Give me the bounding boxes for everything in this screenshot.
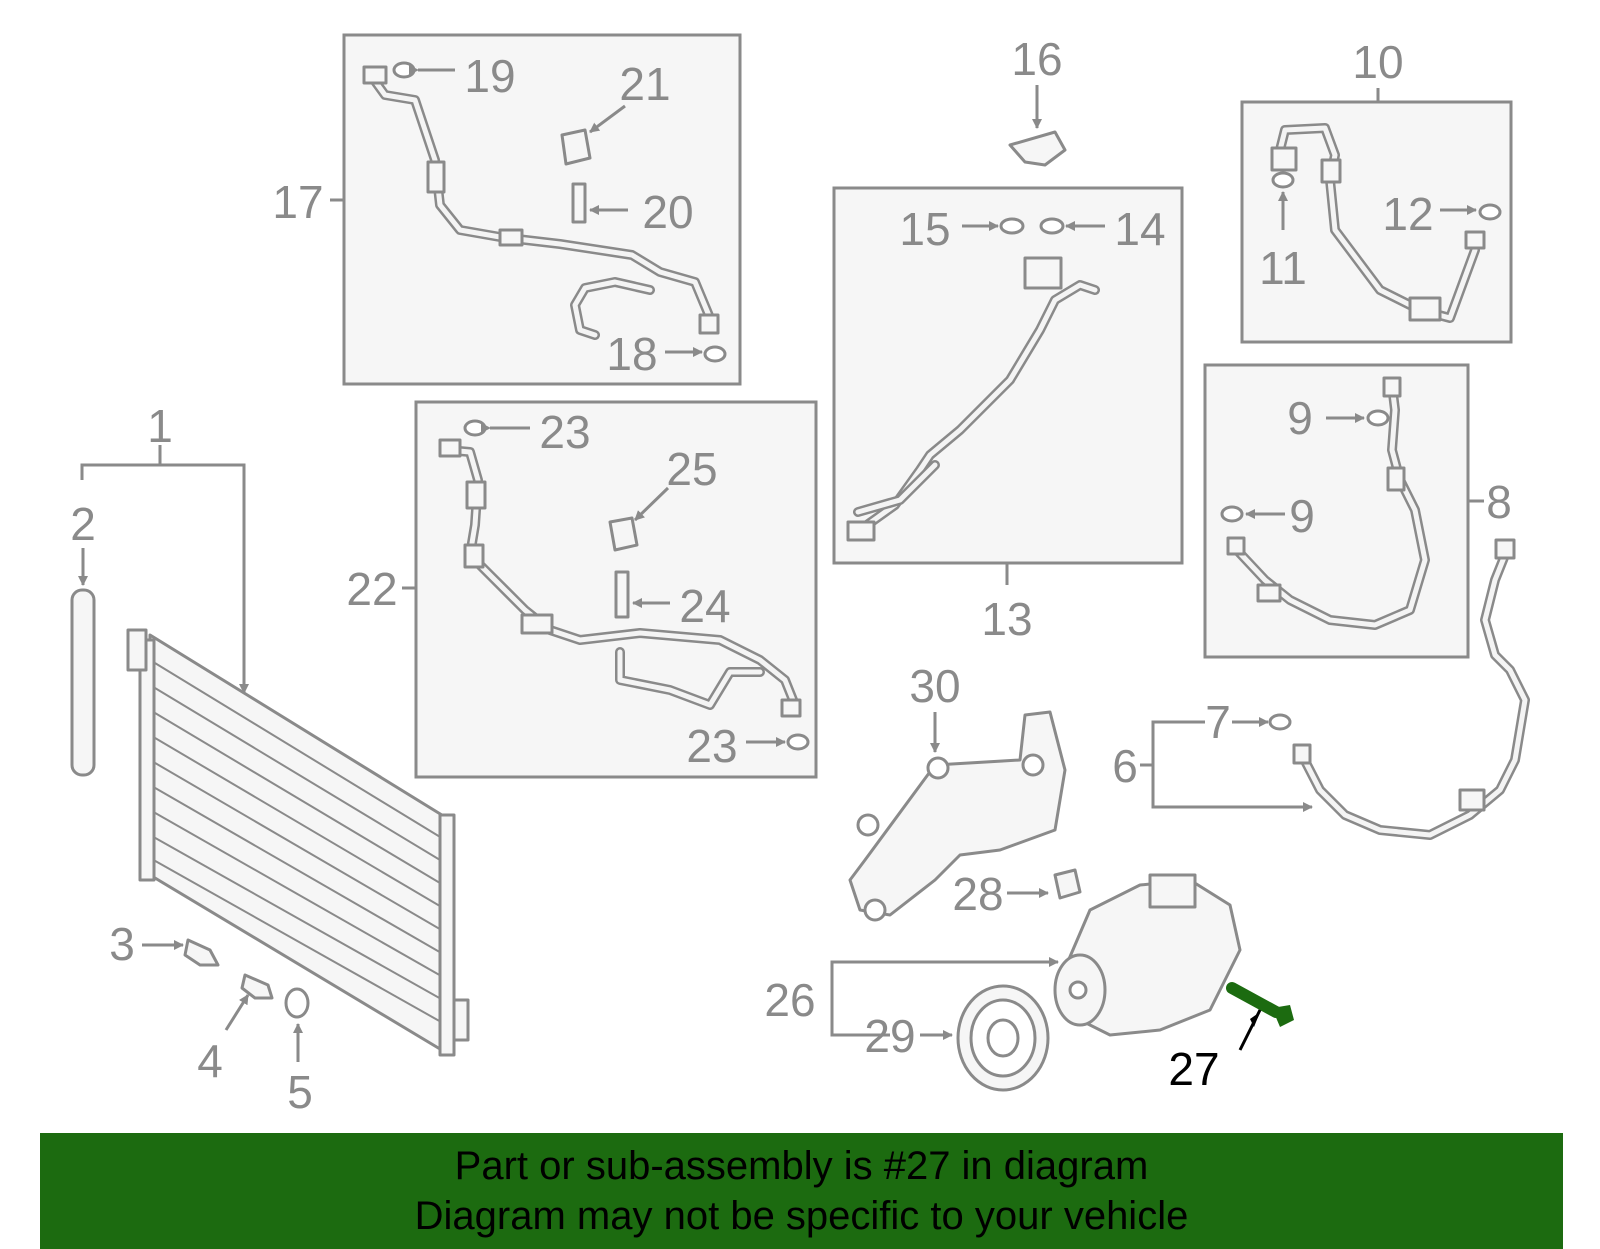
callout-15: 15	[899, 203, 950, 255]
box-10-hose-assembly	[1240, 88, 1513, 344]
callout-17: 17	[272, 176, 323, 228]
callout-9a: 9	[1287, 392, 1313, 444]
part-30-bracket	[848, 710, 1067, 922]
callout-9b: 9	[1289, 490, 1315, 542]
box-8-hose-assembly	[1203, 363, 1484, 659]
callout-23b: 23	[686, 720, 737, 772]
part-26-compressor	[830, 873, 1242, 1037]
callout-numbers: 1 2 3 4 5 6 7 8 9 9 10 11 12 13 14 15 16…	[70, 33, 1512, 1118]
part-1-condenser	[80, 445, 470, 1057]
callout-20: 20	[642, 186, 693, 238]
part-28-bushing	[1007, 868, 1082, 900]
callout-8: 8	[1486, 476, 1512, 528]
callout-27: 27	[1168, 1043, 1219, 1095]
callout-26: 26	[764, 974, 815, 1026]
callout-30: 30	[909, 660, 960, 712]
callout-25: 25	[666, 443, 717, 495]
callout-23a: 23	[539, 406, 590, 458]
callout-4: 4	[197, 1035, 223, 1087]
callout-2: 2	[70, 498, 96, 550]
callout-10: 10	[1352, 36, 1403, 88]
box-13-hose-assembly	[832, 186, 1184, 585]
part-27-bolt	[1226, 982, 1294, 1051]
callout-24: 24	[679, 580, 730, 632]
callout-6: 6	[1112, 740, 1138, 792]
part-3-switch	[142, 938, 220, 967]
callout-11: 11	[1259, 242, 1307, 294]
callout-7: 7	[1205, 696, 1231, 748]
callout-28: 28	[952, 868, 1003, 920]
callout-18: 18	[606, 328, 657, 380]
callout-16: 16	[1011, 33, 1062, 85]
box-17-hose-assembly	[330, 33, 742, 386]
callout-3: 3	[109, 918, 135, 970]
part-2-drier	[70, 548, 96, 777]
banner-line-1: Part or sub-assembly is #27 in diagram	[454, 1144, 1149, 1188]
banner-line-2: Diagram may not be specific to your vehi…	[414, 1194, 1189, 1238]
part-4-plug	[224, 973, 274, 1031]
box-22-hose-assembly	[402, 400, 818, 779]
callout-14: 14	[1114, 203, 1165, 255]
part-5-washer	[284, 987, 310, 1062]
part-16-cap	[1008, 85, 1067, 167]
callout-29: 29	[864, 1010, 915, 1062]
callout-21: 21	[619, 58, 670, 110]
info-banner: Part or sub-assembly is #27 in diagram D…	[40, 1133, 1563, 1249]
callout-22: 22	[346, 563, 397, 615]
callout-12: 12	[1382, 188, 1433, 240]
callout-1: 1	[147, 400, 173, 452]
callout-5: 5	[287, 1066, 313, 1118]
part-6-hose	[1140, 538, 1530, 840]
callout-13: 13	[981, 593, 1032, 645]
callout-19: 19	[464, 50, 515, 102]
part-29-clutch-pulley	[920, 984, 1050, 1092]
